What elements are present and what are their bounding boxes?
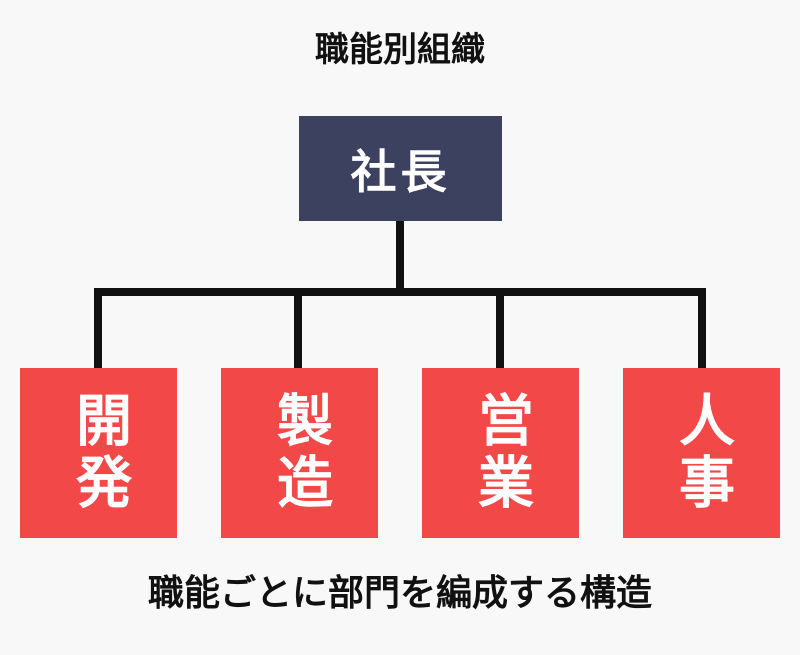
department-label: 製造 [267,391,333,515]
department-label: 開発 [66,391,132,515]
department-box-development: 開発 [20,368,177,538]
department-box-sales: 営業 [422,368,579,538]
department-label: 営業 [468,391,534,515]
ceo-box: 社長 [299,116,502,221]
ceo-label: 社長 [350,144,451,199]
department-box-manufacturing: 製造 [221,368,378,538]
diagram-caption: 職能ごとに部門を編成する構造 [147,573,652,614]
diagram-title: 職能別組織 [315,30,485,70]
department-box-hr: 人事 [623,368,780,538]
department-label: 人事 [669,391,735,515]
